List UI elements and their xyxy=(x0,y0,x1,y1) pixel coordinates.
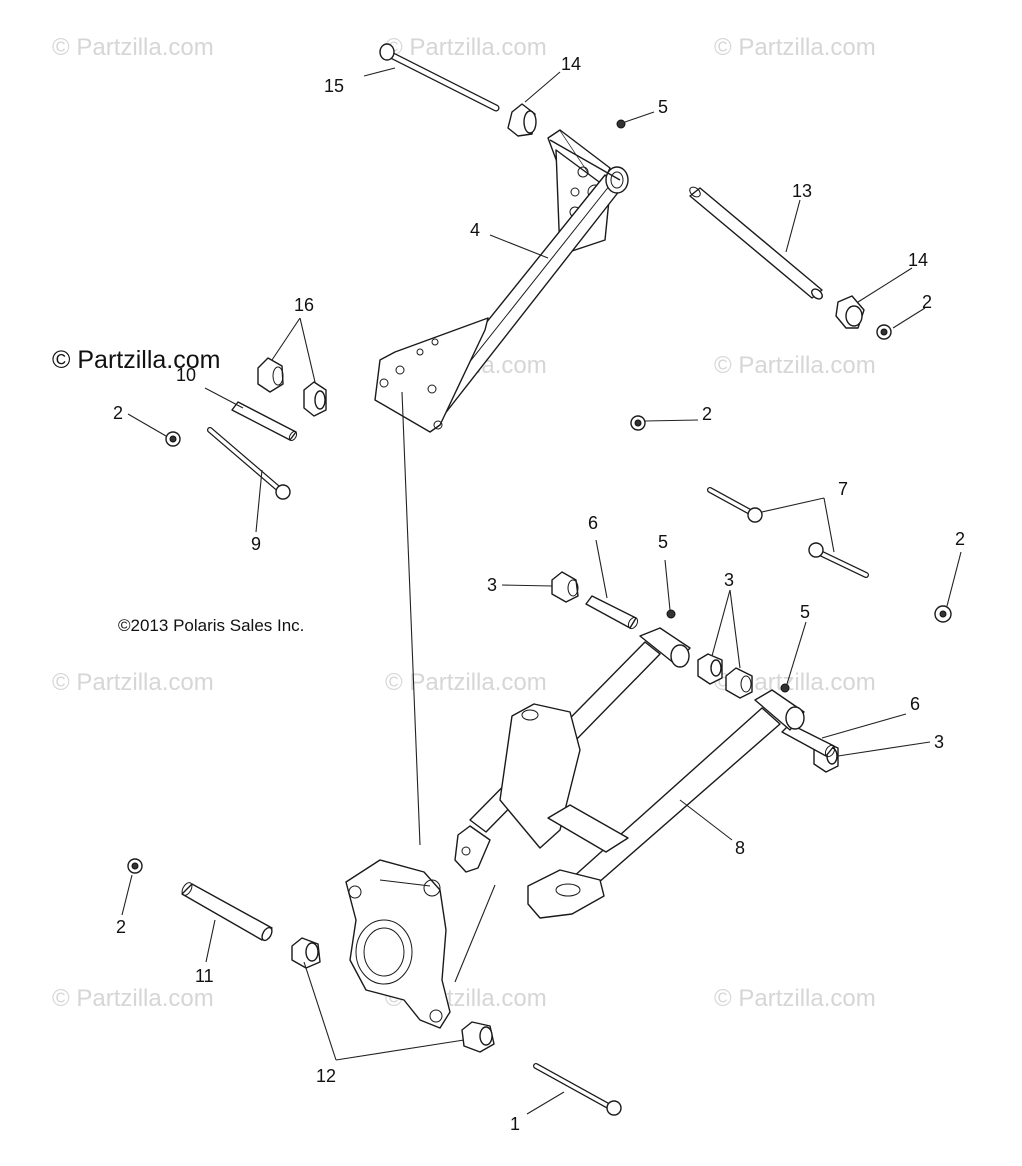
callout-5: 5 xyxy=(800,602,810,622)
callout-3: 3 xyxy=(724,570,734,590)
callout-3: 3 xyxy=(934,732,944,752)
callout-11: 11 xyxy=(195,966,214,986)
part-4-upper-a-arm xyxy=(374,129,629,433)
callout-16: 16 xyxy=(294,295,314,315)
watermark: © Partzilla.com xyxy=(52,669,214,696)
part-5-fittings-lower xyxy=(666,609,790,693)
part-12-bushings xyxy=(291,937,495,1053)
callout-8: 8 xyxy=(735,838,745,858)
watermark: © Partzilla.com xyxy=(385,34,547,61)
callout-2: 2 xyxy=(955,529,965,549)
watermark: © Partzilla.com xyxy=(714,352,876,379)
assembly-lines xyxy=(401,391,496,983)
watermark: © Partzilla.com xyxy=(714,34,876,61)
part-11-pin xyxy=(181,882,273,942)
part-1-bolt xyxy=(533,1063,622,1116)
part-6-sleeves xyxy=(585,595,836,758)
watermarks: © Partzilla.com © Partzilla.com © Partzi… xyxy=(52,34,876,1012)
callout-12: 12 xyxy=(316,1066,336,1086)
part-14-bushing-right xyxy=(835,295,865,329)
callout-3: 3 xyxy=(487,575,497,595)
callout-10: 10 xyxy=(176,365,196,385)
part-9-bolt xyxy=(207,427,291,500)
brand-label: © Partzilla.com xyxy=(52,346,221,374)
part-5-fitting-top xyxy=(616,119,626,129)
callout-13: 13 xyxy=(792,181,812,201)
part-2-nut-far-right xyxy=(934,605,952,623)
callout-15: 15 xyxy=(324,76,344,96)
part-15-bolt xyxy=(379,43,500,112)
part-2-nut-center xyxy=(630,415,646,431)
part-13-shaft xyxy=(689,186,823,300)
callout-6: 6 xyxy=(910,694,920,714)
leader-lines xyxy=(121,67,962,1115)
part-2-nut-left xyxy=(165,431,181,447)
watermark: © Partzilla.com xyxy=(52,34,214,61)
callout-2: 2 xyxy=(922,292,932,312)
part-2-nut-bottom-left xyxy=(127,858,143,874)
callout-7: 7 xyxy=(838,479,848,499)
callout-5: 5 xyxy=(658,97,668,117)
callout-9: 9 xyxy=(251,534,261,554)
callout-14: 14 xyxy=(908,250,928,270)
callout-2: 2 xyxy=(113,403,123,423)
watermark: © Partzilla.com xyxy=(52,985,214,1012)
callout-6: 6 xyxy=(588,513,598,533)
callout-4: 4 xyxy=(470,220,480,240)
knuckle xyxy=(345,859,451,1029)
part-16-bushings xyxy=(257,357,327,417)
callout-1: 1 xyxy=(510,1114,520,1134)
callout-2: 2 xyxy=(116,917,126,937)
part-7-bolts xyxy=(707,487,869,578)
callout-14: 14 xyxy=(561,54,581,74)
part-2-nut-top-right xyxy=(876,324,892,340)
callout-numbers: 15 14 5 13 14 2 4 16 10 2 2 9 7 2 3 6 5 … xyxy=(113,54,965,1134)
part-8-lower-a-arm xyxy=(454,627,805,919)
watermark: © Partzilla.com xyxy=(714,985,876,1012)
watermark: © Partzilla.com xyxy=(385,669,547,696)
part-14-bushing-top xyxy=(507,103,537,137)
callout-5: 5 xyxy=(658,532,668,552)
copyright-text: ©2013 Polaris Sales Inc. xyxy=(118,616,305,635)
callout-2: 2 xyxy=(702,404,712,424)
